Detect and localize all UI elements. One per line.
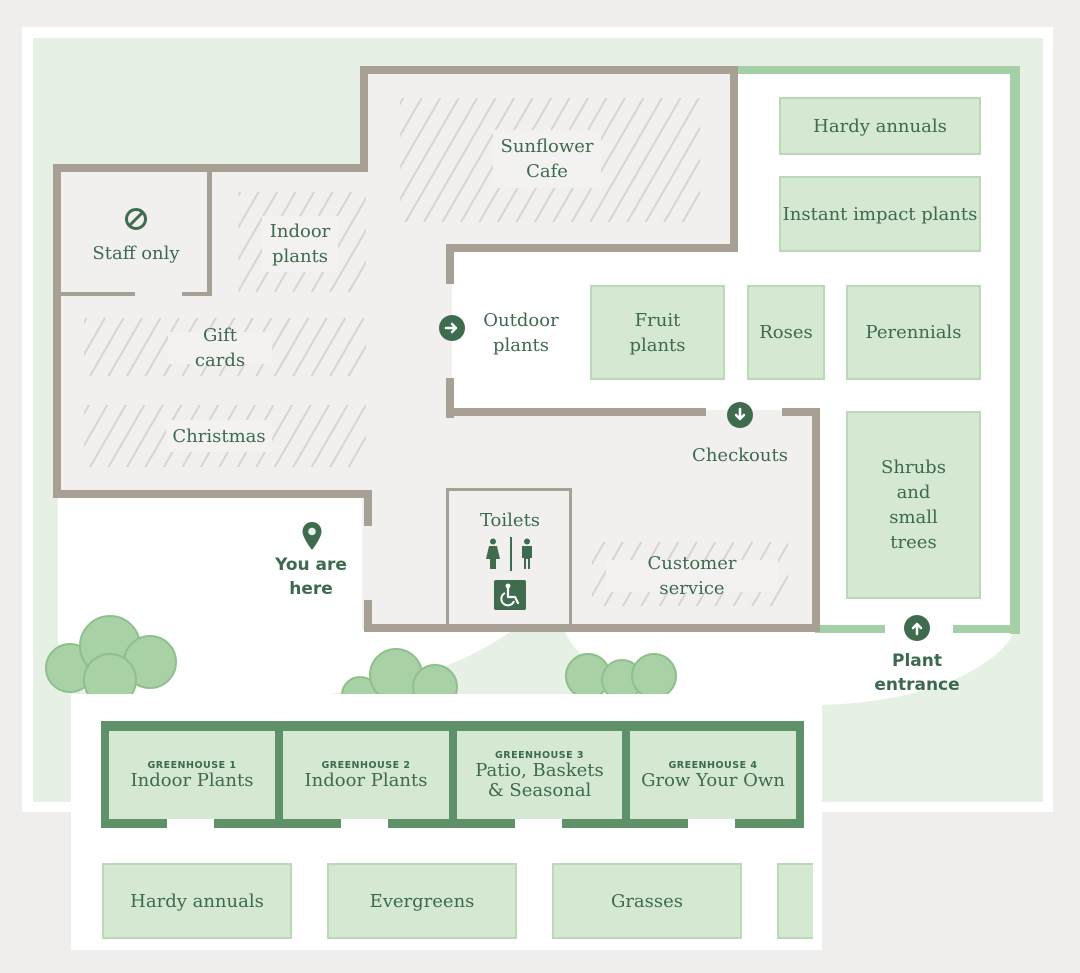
bed-grasses: Grasses [552, 863, 742, 939]
greenhouse-1: GREENHOUSE 1 Indoor Plants [109, 731, 275, 819]
greenhouse-name: GREENHOUSE 3 [494, 749, 585, 761]
location-pin-icon [301, 521, 323, 551]
male-toilet-icon [519, 538, 535, 570]
wall [812, 408, 820, 632]
greenhouse-door [167, 819, 214, 828]
greenhouse-title: Indoor Plants [130, 769, 254, 791]
wall [360, 66, 368, 172]
bed-perennials: Perennials [846, 285, 981, 380]
greenhouse-door [688, 819, 735, 828]
area-checkouts: Checkouts [692, 444, 788, 466]
tree-cluster [330, 645, 470, 714]
bed-hardy-annuals: Hardy annuals [779, 97, 981, 155]
wall-staff-room [182, 292, 212, 296]
greenhouse-3: GREENHOUSE 3 Patio, Baskets & Seasonal [457, 731, 622, 819]
greenhouse-title: Patio, Baskets & Seasonal [475, 759, 604, 801]
wheelchair-icon [494, 580, 526, 610]
greenhouse-door [515, 819, 562, 828]
greenhouse-name: GREENHOUSE 4 [668, 759, 758, 771]
wall [446, 408, 706, 416]
area-toilets: Toilets [479, 509, 541, 531]
greenhouse-4: GREENHOUSE 4 Grow Your Own [630, 731, 796, 819]
greenhouse-name: GREENHOUSE 1 [147, 759, 237, 771]
area-sunflower-cafe: Sunflower Cafe [493, 130, 601, 188]
tree-cluster [562, 650, 682, 701]
wall-toilets [446, 488, 449, 628]
bed-shrubs: Shrubs and small trees [846, 411, 981, 599]
bed-evergreens: Evergreens [327, 863, 517, 939]
plant-entrance-label: Plant entrance [874, 651, 960, 695]
area-customer-service: Customer service [606, 553, 778, 599]
area-gift-cards: Gift cards [168, 325, 272, 371]
area-outdoor-plants: Outdoor plants [483, 310, 559, 356]
fence-bottom-left [815, 625, 885, 633]
building-central-hall [362, 240, 452, 630]
wall [364, 624, 820, 632]
area-christmas: Christmas [166, 420, 272, 452]
arrow-down-icon [727, 402, 753, 428]
area-staff-only: Staff only [92, 242, 180, 264]
toilet-divider [510, 537, 512, 571]
tree-cluster [40, 610, 185, 707]
arrow-right-icon [439, 315, 465, 341]
area-indoor-plants: Indoor plants [262, 216, 338, 272]
wall [446, 244, 738, 252]
greenhouse-name: GREENHOUSE 2 [321, 759, 411, 771]
greenhouse-title: Grow Your Own [641, 769, 785, 791]
bed-roses: Roses [747, 285, 825, 380]
bed-fruit-plants: Fruit plants [590, 285, 725, 380]
wall [446, 378, 454, 418]
wall [360, 66, 738, 74]
bed-partial [777, 863, 813, 939]
wall-toilets [569, 488, 572, 628]
wall [364, 600, 372, 632]
no-entry-icon [124, 207, 148, 231]
wall [364, 490, 372, 526]
greenhouse-2: GREENHOUSE 2 Indoor Plants [283, 731, 449, 819]
wall [446, 244, 454, 284]
greenhouse-title: Indoor Plants [304, 769, 428, 791]
wall [53, 490, 372, 498]
wall [730, 66, 738, 252]
you-are-here-label: You are here [275, 555, 347, 599]
wall-staff-room [207, 166, 212, 296]
bed-instant-impact: Instant impact plants [779, 176, 981, 252]
wall [53, 164, 61, 498]
female-toilet-icon [485, 538, 501, 570]
wall [782, 408, 820, 416]
wall-staff-room [61, 292, 135, 296]
greenhouse-door [341, 819, 388, 828]
fence-top [735, 66, 1020, 74]
bed-hardy-annuals-bottom: Hardy annuals [102, 863, 292, 939]
fence-bottom-right [953, 625, 1020, 633]
fence-right [1010, 66, 1020, 634]
wall-toilets [446, 488, 572, 491]
arrow-up-icon [904, 615, 930, 641]
